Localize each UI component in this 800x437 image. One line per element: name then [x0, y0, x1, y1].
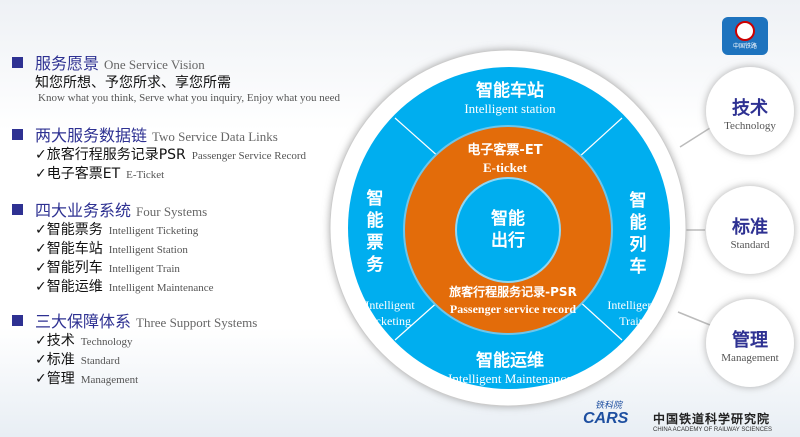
bullet-icon: [12, 129, 23, 140]
bullet-icon: [12, 204, 23, 215]
train-segment: 智能列车: [629, 191, 647, 277]
cars-logo: 铁科院 CARS: [583, 400, 629, 427]
ticketing-segment: 智能票务: [366, 189, 384, 275]
org-name: 中国铁道科学研究院 CHINA ACADEMY OF RAILWAY SCIEN…: [653, 412, 773, 433]
bullet-icon: [12, 315, 23, 326]
bullet-icon: [12, 57, 23, 68]
railway-emblem-icon: [735, 21, 755, 41]
railway-logo: 中国铁路: [722, 17, 768, 55]
center-label: 智能 出行: [491, 209, 525, 251]
center-circle: [455, 177, 561, 283]
